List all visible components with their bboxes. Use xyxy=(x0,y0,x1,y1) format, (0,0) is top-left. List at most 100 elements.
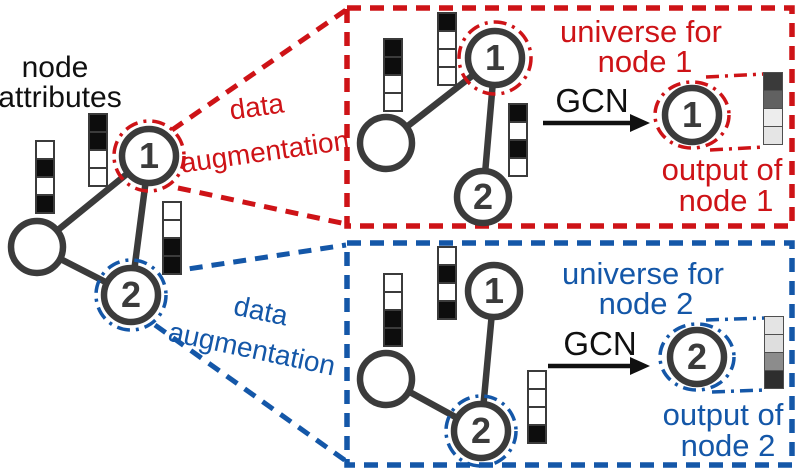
attribute-cell xyxy=(88,113,108,133)
attribute-cell xyxy=(88,131,108,151)
attr-bar-red-node1 xyxy=(437,12,457,86)
attribute-cell xyxy=(383,56,403,76)
attribute-cell xyxy=(437,48,457,68)
attribute-cell xyxy=(508,157,528,177)
node-blue-1-label: 1 xyxy=(484,270,504,311)
node-main-unlabeled xyxy=(7,217,67,277)
attr-bar-red-node2 xyxy=(508,103,528,177)
attribute-cell xyxy=(35,158,55,178)
node-main-2 xyxy=(100,264,162,326)
attribute-cell xyxy=(162,219,182,239)
gcn-label-blue: GCN xyxy=(563,325,636,362)
attribute-cell xyxy=(763,90,783,109)
attribute-cell xyxy=(527,370,547,390)
attribute-cell xyxy=(764,316,784,335)
attribute-cell xyxy=(527,406,547,426)
attribute-cell xyxy=(35,140,55,160)
attribute-cell xyxy=(508,103,528,123)
node-output-2-label: 2 xyxy=(687,336,707,377)
highlight-ring-output-node2 xyxy=(658,322,736,392)
attr-bar-blue-node2 xyxy=(527,370,547,444)
attribute-cell xyxy=(437,282,457,302)
node-attributes-label-line2: attributes xyxy=(0,81,122,114)
attribute-cell xyxy=(383,74,403,94)
node-blue-2-label: 2 xyxy=(471,410,491,451)
attr-bar-main-node2 xyxy=(162,201,182,275)
attribute-cell xyxy=(437,66,457,86)
attribute-cell xyxy=(162,237,182,257)
blue-output-label-line2: node 2 xyxy=(681,428,776,463)
attribute-cell xyxy=(383,92,403,112)
attribute-cell xyxy=(88,167,108,187)
node-attributes-label-line1: node xyxy=(22,51,89,84)
highlight-ring-output-node1 xyxy=(653,80,731,150)
node-blue-1 xyxy=(464,261,524,321)
attribute-cell xyxy=(383,38,403,58)
attribute-cell xyxy=(763,72,783,91)
red-output-label-line2: node 1 xyxy=(679,183,774,218)
node-blue-2 xyxy=(450,400,512,462)
universe-node2-box xyxy=(344,240,795,468)
output-bar-node2 xyxy=(764,316,784,389)
attr-bar-main-node1 xyxy=(88,113,108,187)
node-main-1-label: 1 xyxy=(139,135,159,176)
attr-bar-blue-unlabeled xyxy=(383,273,403,347)
attribute-cell xyxy=(383,273,403,293)
node-red-2-label: 2 xyxy=(473,176,493,217)
gcn-arrow-red-head xyxy=(630,114,650,132)
highlight-ring-blue-node2 xyxy=(444,394,518,468)
attribute-cell xyxy=(437,246,457,266)
red-universe-label-line2: node 1 xyxy=(598,44,693,79)
attribute-cell xyxy=(88,149,108,169)
attribute-cell xyxy=(437,12,457,32)
attribute-cell xyxy=(35,194,55,214)
attribute-cell xyxy=(764,352,784,371)
node-output-2 xyxy=(666,326,728,388)
node-output-1 xyxy=(661,84,723,146)
attribute-cell xyxy=(764,334,784,353)
blue-funnel-top-line xyxy=(167,242,347,275)
attribute-cell xyxy=(162,255,182,275)
red-universe-label-line1: universe for xyxy=(560,14,722,49)
attribute-cell xyxy=(162,201,182,221)
node-red-2 xyxy=(453,167,513,227)
node-red-1 xyxy=(464,27,526,89)
attribute-cell xyxy=(508,139,528,159)
attribute-cell xyxy=(508,121,528,141)
attr-bar-main-unlabeled xyxy=(35,140,55,214)
blue-augmentation-label-line2: augmentation xyxy=(166,316,338,382)
node-output-1-label: 1 xyxy=(682,94,702,135)
blue-funnel-bottom-line xyxy=(153,322,348,464)
node-red-1-label: 1 xyxy=(485,37,505,78)
output-bar-node1 xyxy=(763,72,783,145)
blue-universe-label-line2: node 2 xyxy=(599,286,694,321)
attribute-cell xyxy=(383,327,403,347)
attribute-cell xyxy=(383,291,403,311)
red-funnel-bottom-line xyxy=(177,185,347,227)
universe-node1-box xyxy=(344,5,795,229)
attribute-cell xyxy=(437,30,457,50)
output1-connector-bottom xyxy=(709,145,765,152)
attribute-cell xyxy=(764,370,784,389)
attribute-cell xyxy=(35,176,55,196)
red-augmentation-label-line1: data xyxy=(228,87,287,125)
gcn-arrow-blue-head xyxy=(630,357,650,375)
highlight-ring-red-node1 xyxy=(457,20,533,96)
output2-connector-bottom xyxy=(711,388,765,394)
red-output-label-line1: output of xyxy=(662,152,783,187)
attribute-cell xyxy=(527,424,547,444)
attr-bar-blue-node1 xyxy=(437,246,457,320)
attribute-cell xyxy=(437,300,457,320)
attribute-cell xyxy=(763,108,783,127)
output1-connector-top xyxy=(705,72,765,79)
gcn-label-red: GCN xyxy=(555,82,628,119)
blue-augmentation-label-line1: data xyxy=(231,290,291,332)
attr-bar-red-unlabeled xyxy=(383,38,403,112)
attribute-cell xyxy=(763,126,783,145)
attribute-cell xyxy=(437,264,457,284)
red-augmentation-label-line2: augmentation xyxy=(179,124,351,178)
highlight-ring-main-node1 xyxy=(112,119,186,193)
output2-connector-top xyxy=(705,316,765,322)
node-main-2-label: 2 xyxy=(121,274,141,315)
